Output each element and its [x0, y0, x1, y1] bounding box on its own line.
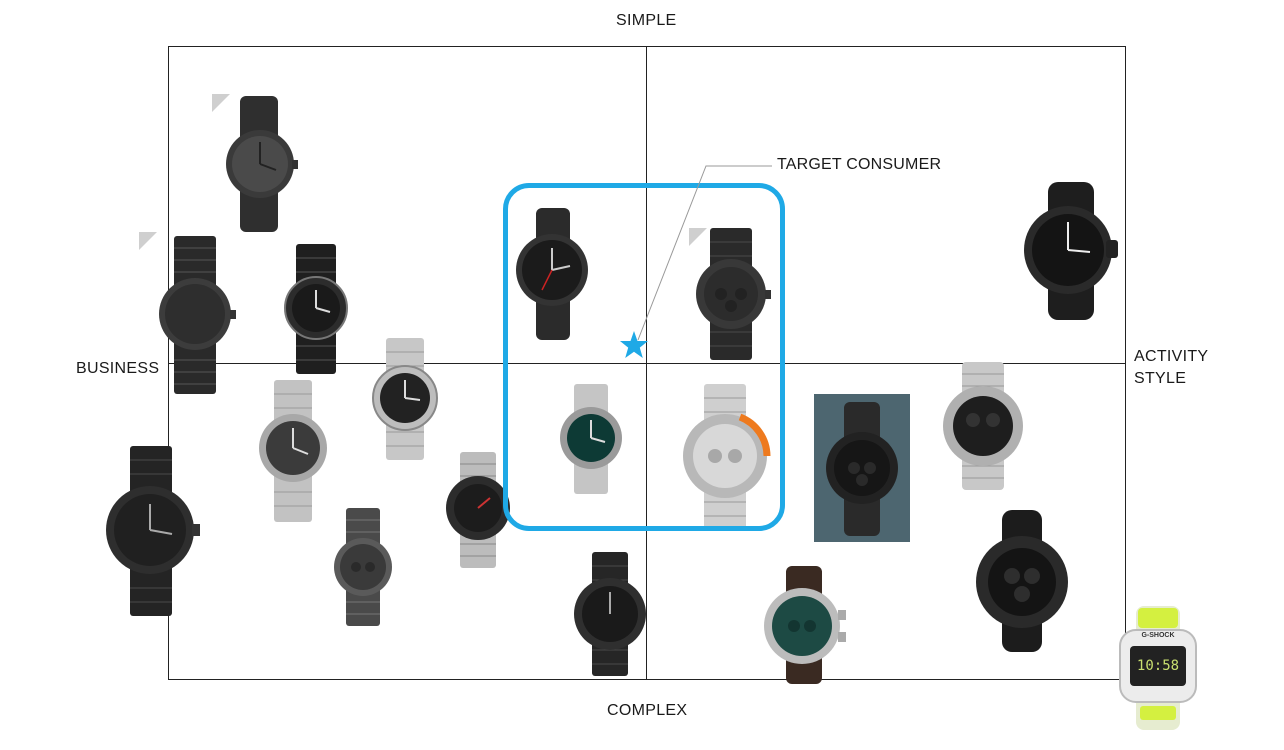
watch-steel-diver: [556, 384, 626, 494]
axis-label-complex: COMPLEX: [607, 702, 688, 719]
watch-icon: [764, 566, 846, 684]
target-consumer-box: [503, 183, 785, 531]
star-icon: [620, 331, 648, 358]
watch-black-dress: [152, 236, 238, 394]
watch-icon: [516, 208, 588, 340]
watch-icon: [683, 384, 771, 530]
watch-icon: [574, 552, 646, 676]
corner-flag: [689, 228, 707, 246]
watch-icon: [826, 402, 898, 536]
axis-label-simple: SIMPLE: [616, 12, 677, 29]
watch-black-ceramic-automatic: [102, 446, 202, 616]
watch-icon: [1119, 606, 1197, 730]
watch-dark-chronograph: [330, 508, 398, 626]
watch-icon: [976, 510, 1068, 652]
watch-icon: [226, 96, 298, 232]
watch-black-tactical: [568, 552, 652, 676]
g-shock-digital-time: 10:58: [1136, 658, 1180, 674]
watch-steel-dress: [368, 338, 442, 460]
watch-black-chronograph: [690, 228, 774, 360]
axis-label-business: BUSINESS: [76, 360, 160, 377]
watch-green-chronograph: [758, 566, 850, 684]
watch-steel-chronograph: [678, 384, 774, 530]
watch-g-shock-black: [974, 510, 1070, 652]
watch-black-sport: [1018, 182, 1122, 320]
corner-flag: [139, 232, 157, 250]
watch-icon: [446, 452, 510, 568]
watch-icon: [106, 446, 200, 616]
watch-black-pilot: [512, 208, 594, 340]
horizontal-axis-line: [168, 363, 1126, 364]
watch-icon: [284, 244, 348, 374]
watch-g-shock-white: G-SHOCK 10:58: [1114, 606, 1202, 730]
watch-icon: [372, 338, 438, 460]
watch-icon: [1024, 182, 1118, 320]
watch-black-ceramic: [280, 244, 352, 374]
watch-moonwatch-dark: [814, 394, 910, 542]
target-consumer-label: TARGET CONSUMER: [777, 156, 942, 173]
watch-black-field: [218, 96, 302, 232]
watch-icon: [159, 236, 236, 394]
g-shock-brand-text: G-SHOCK: [1141, 632, 1175, 639]
watch-icon: [696, 228, 771, 360]
corner-flag: [212, 94, 230, 112]
watch-g-shock-steel: [940, 362, 1026, 490]
watch-icon: [560, 384, 622, 494]
watch-diver-red: [440, 452, 516, 568]
watch-icon: [943, 362, 1023, 490]
watch-icon: [334, 508, 392, 626]
axis-label-activity-style: ACTIVITY STYLE: [1134, 348, 1209, 387]
watch-tag-heuer: [256, 380, 330, 522]
watch-icon: [259, 380, 327, 522]
